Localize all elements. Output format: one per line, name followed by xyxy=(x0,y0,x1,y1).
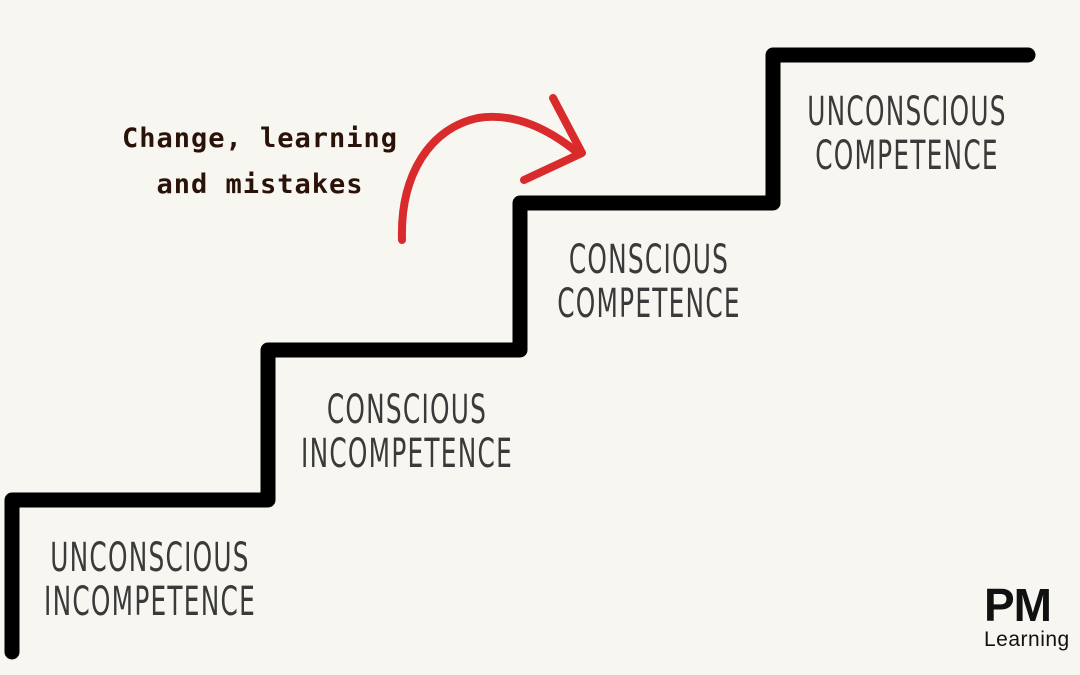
pm-learning-logo: PM Learning xyxy=(984,582,1080,652)
step-4-line1: UNCONSCIOUS xyxy=(807,89,1007,135)
stair-line xyxy=(4,47,1036,660)
step-2-line1: CONSCIOUS xyxy=(326,387,488,433)
logo-mark: PM xyxy=(984,579,1052,631)
step-label-conscious-competence: CONSCIOUS COMPETENCE xyxy=(525,238,773,326)
step-1-line2: INCOMPETENCE xyxy=(44,579,256,625)
change-annotation: Change, learning and mistakes xyxy=(100,116,420,208)
curved-arrow-icon xyxy=(397,94,586,244)
step-3-line2: COMPETENCE xyxy=(557,281,741,327)
annotation-line2: and mistakes xyxy=(156,169,364,200)
step-3-line1: CONSCIOUS xyxy=(568,237,730,283)
logo-text: Learning xyxy=(984,628,1070,651)
step-4-line2: COMPETENCE xyxy=(815,133,999,179)
annotation-line1: Change, learning xyxy=(121,123,399,154)
step-label-conscious-incompetence: CONSCIOUS INCOMPETENCE xyxy=(283,388,531,476)
step-label-unconscious-competence: UNCONSCIOUS COMPETENCE xyxy=(783,90,1031,178)
step-label-unconscious-incompetence: UNCONSCIOUS INCOMPETENCE xyxy=(26,536,274,624)
step-1-line1: UNCONSCIOUS xyxy=(50,535,250,581)
step-2-line2: INCOMPETENCE xyxy=(301,431,513,477)
